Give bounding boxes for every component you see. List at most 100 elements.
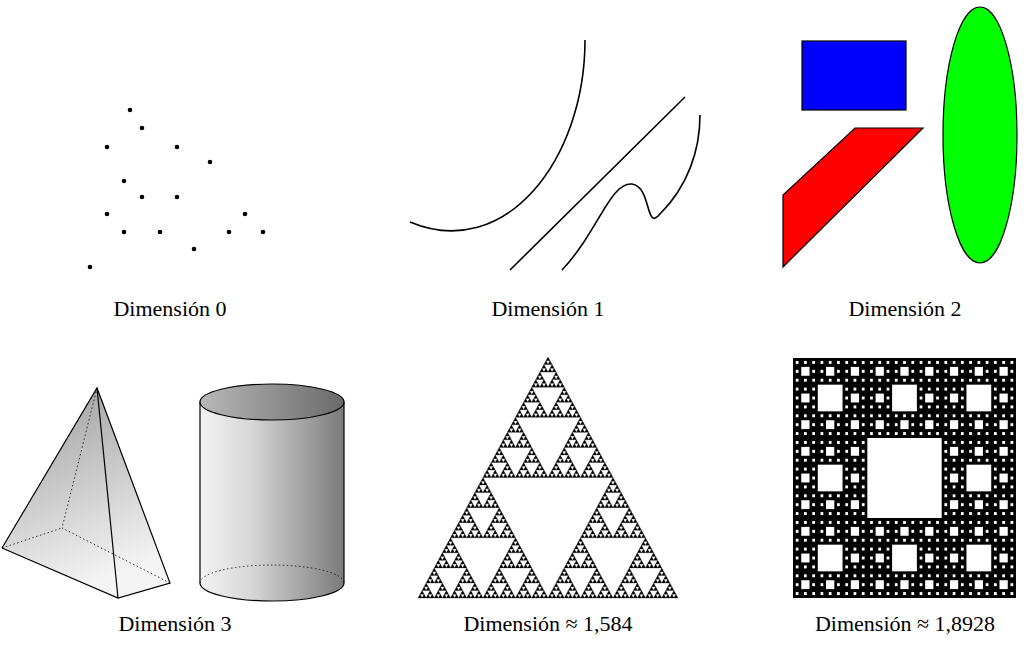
triangle-cell [550, 410, 554, 414]
carpet-hole [895, 379, 898, 382]
triangle-cell [495, 504, 499, 508]
triangle-cell [605, 534, 609, 538]
triangle-cell [483, 534, 487, 538]
triangle-cell [485, 530, 489, 534]
carpet-hole [845, 397, 848, 400]
carpet-hole [961, 521, 964, 524]
triangle-cell [633, 579, 637, 583]
carpet-hole [854, 521, 857, 524]
carpet-hole [887, 361, 890, 364]
triangle-cell [528, 564, 532, 568]
triangle-cell [524, 398, 528, 402]
carpet-hole [920, 397, 923, 400]
carpet-hole [986, 592, 989, 595]
carpet-hole [961, 432, 964, 435]
carpet-hole [999, 474, 1007, 483]
triangle-cell [520, 429, 524, 433]
triangle-cell [639, 590, 643, 594]
carpet-hole [845, 379, 848, 382]
triangle-cell [589, 579, 593, 583]
carpet-hole [804, 548, 807, 551]
triangle-cell [534, 410, 538, 414]
carpet-hole [925, 394, 933, 403]
triangle-cell [503, 526, 507, 530]
carpet-hole [878, 405, 881, 408]
triangle-cell [469, 515, 473, 519]
triangle-cell [576, 413, 580, 417]
triangle-cell [516, 421, 520, 425]
carpet-hole [994, 583, 997, 586]
triangle-cell [593, 451, 597, 455]
triangle-cell [597, 579, 601, 583]
triangle-cell [507, 429, 511, 433]
triangle-cell [607, 530, 611, 534]
triangle-cell [556, 398, 560, 402]
triangle-cell [477, 485, 481, 489]
carpet-hole [796, 388, 799, 391]
carpet-hole [925, 420, 933, 429]
triangle-cell [453, 560, 457, 564]
triangle-cell [536, 594, 540, 598]
triangle-cell [583, 590, 587, 594]
triangle-cell [625, 511, 629, 515]
carpet-hole [953, 539, 956, 542]
triangle-cell [654, 579, 658, 583]
carpet-hole [862, 548, 865, 551]
carpet-hole [845, 468, 848, 471]
triangle-cell [558, 575, 562, 579]
triangle-cell [513, 538, 517, 542]
carpet-hole [796, 397, 799, 400]
triangle-cell [576, 474, 580, 478]
triangle-cell [589, 444, 593, 448]
carpet-hole [977, 379, 980, 382]
triangle-cell [455, 557, 459, 561]
triangle-cell [459, 564, 463, 568]
triangle-cell [518, 545, 522, 549]
carpet-hole [837, 414, 840, 417]
triangle-cell [568, 406, 572, 410]
triangle-cell [603, 523, 607, 527]
triangle-cell [662, 579, 666, 583]
carpet-hole [887, 574, 890, 577]
triangle-cell [637, 549, 641, 553]
carpet-hole [994, 361, 997, 364]
carpet-hole [986, 503, 989, 506]
carpet-hole [994, 370, 997, 373]
triangle-cell [522, 553, 526, 557]
carpet-hole [796, 379, 799, 382]
triangle-cell [658, 579, 662, 583]
dimension-caption: Dimensión 0 [113, 296, 226, 322]
triangle-cell [511, 474, 515, 478]
triangle-cell [493, 590, 497, 594]
triangle-cell [481, 478, 485, 482]
triangle-cell [564, 413, 568, 417]
triangle-cell [505, 583, 509, 587]
carpet-hole [854, 468, 857, 471]
triangle-cell [448, 538, 452, 542]
carpet-hole [1010, 414, 1013, 417]
triangle-cell [570, 553, 574, 557]
triangle-cell [499, 534, 503, 538]
carpet-hole [928, 405, 931, 408]
carpet-hole [829, 574, 832, 577]
carpet-hole [953, 512, 956, 515]
triangle-cell [574, 590, 578, 594]
carpet-hole [812, 494, 815, 497]
carpet-hole [804, 485, 807, 488]
triangle-cell [593, 511, 597, 515]
triangle-cell [650, 549, 654, 553]
carpet-hole [862, 592, 865, 595]
triangle-cell [599, 515, 603, 519]
carpet-hole [928, 414, 931, 417]
triangle-cell [637, 534, 641, 538]
triangle-cell [487, 466, 491, 470]
carpet-hole [1010, 405, 1013, 408]
carpet-hole [895, 361, 898, 364]
triangle-cell [467, 504, 471, 508]
carpet-hole [878, 388, 881, 391]
carpet-hole [961, 565, 964, 568]
carpet-hole [944, 414, 947, 417]
triangle-cell [483, 594, 487, 598]
triangle-cell [526, 575, 530, 579]
carpet-hole [1002, 574, 1005, 577]
